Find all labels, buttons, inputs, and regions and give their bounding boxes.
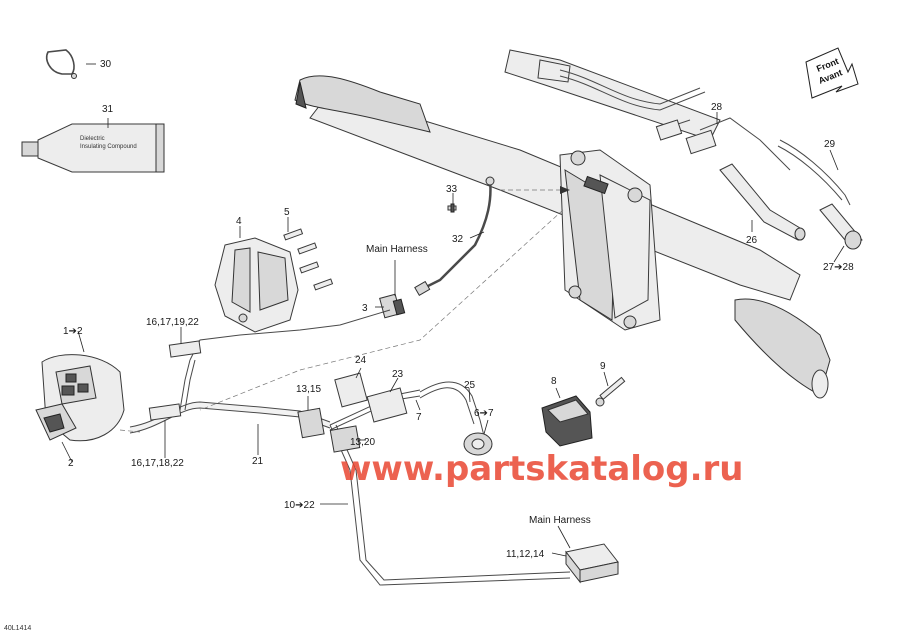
label-part-1-2: 1➔2	[63, 326, 83, 337]
label-part-23: 23	[392, 369, 404, 380]
label-part-6-7: 6➔7	[474, 408, 494, 419]
label-part-2: 2	[68, 458, 74, 469]
label-part-16-17-18-22: 16,17,18,22	[131, 458, 184, 469]
label-part-27: 27➔28	[823, 262, 854, 273]
connector-16-top	[168, 340, 202, 358]
main-harness-label-top: Main Harness	[366, 244, 428, 255]
connector-16-bottom	[148, 403, 182, 421]
connector-24	[334, 372, 368, 408]
label-part-11-12-14: 11,12,14	[506, 549, 545, 560]
label-part-4: 4	[236, 216, 242, 227]
connector-28	[655, 117, 791, 171]
label-part-13-20: 13,20	[350, 437, 375, 448]
switch-housing-4	[214, 237, 299, 333]
grommet-6	[463, 432, 493, 456]
front-direction-arrow: Front Avant	[805, 47, 859, 99]
label-part-8: 8	[551, 376, 557, 387]
label-part-33: 33	[446, 184, 458, 195]
switch-block-1	[35, 354, 125, 442]
screw-9	[595, 376, 626, 407]
connector-23	[366, 387, 408, 423]
label-part-3: 3	[362, 303, 368, 314]
label-part-10-22: 10➔22	[284, 500, 315, 511]
screw-33	[447, 203, 457, 213]
label-part-29: 29	[824, 139, 836, 150]
label-part-5: 5	[284, 207, 290, 218]
label-part-30: 30	[100, 59, 112, 70]
tube-text-2: Insulating Compound	[80, 144, 137, 150]
riser-clamp	[559, 149, 661, 331]
connector-3	[379, 293, 406, 319]
label-part-28: 28	[711, 102, 723, 113]
grip-heater-29	[777, 139, 851, 206]
label-part-9: 9	[600, 361, 606, 372]
drawing-code: 40L1414	[4, 625, 31, 632]
label-part-31: 31	[102, 104, 114, 115]
screws-5	[283, 228, 334, 291]
label-part-21: 21	[252, 456, 264, 467]
connector-13-20	[329, 425, 361, 453]
watermark: www.partskatalog.ru	[340, 449, 744, 489]
clip-30	[46, 49, 77, 79]
label-part-26: 26	[746, 235, 758, 246]
label-part-7: 7	[416, 412, 422, 423]
ground-wire-32	[414, 176, 495, 297]
label-part-24: 24	[355, 355, 367, 366]
connector-13-15	[297, 407, 325, 439]
dielectric-tube-31: Dielectric Insulating Compound	[21, 123, 165, 173]
connector-11	[565, 543, 619, 584]
tube-text-1: Dielectric	[80, 136, 105, 142]
label-part-16-17-19-22: 16,17,19,22	[146, 317, 199, 328]
main-harness-label-bottom: Main Harness	[529, 515, 591, 526]
heater-element-27	[819, 203, 863, 250]
heater-element-26	[719, 163, 806, 241]
label-part-13-15: 13,15	[296, 384, 321, 395]
label-part-25: 25	[464, 380, 476, 391]
cap-8	[541, 395, 593, 447]
label-part-32: 32	[452, 234, 464, 245]
